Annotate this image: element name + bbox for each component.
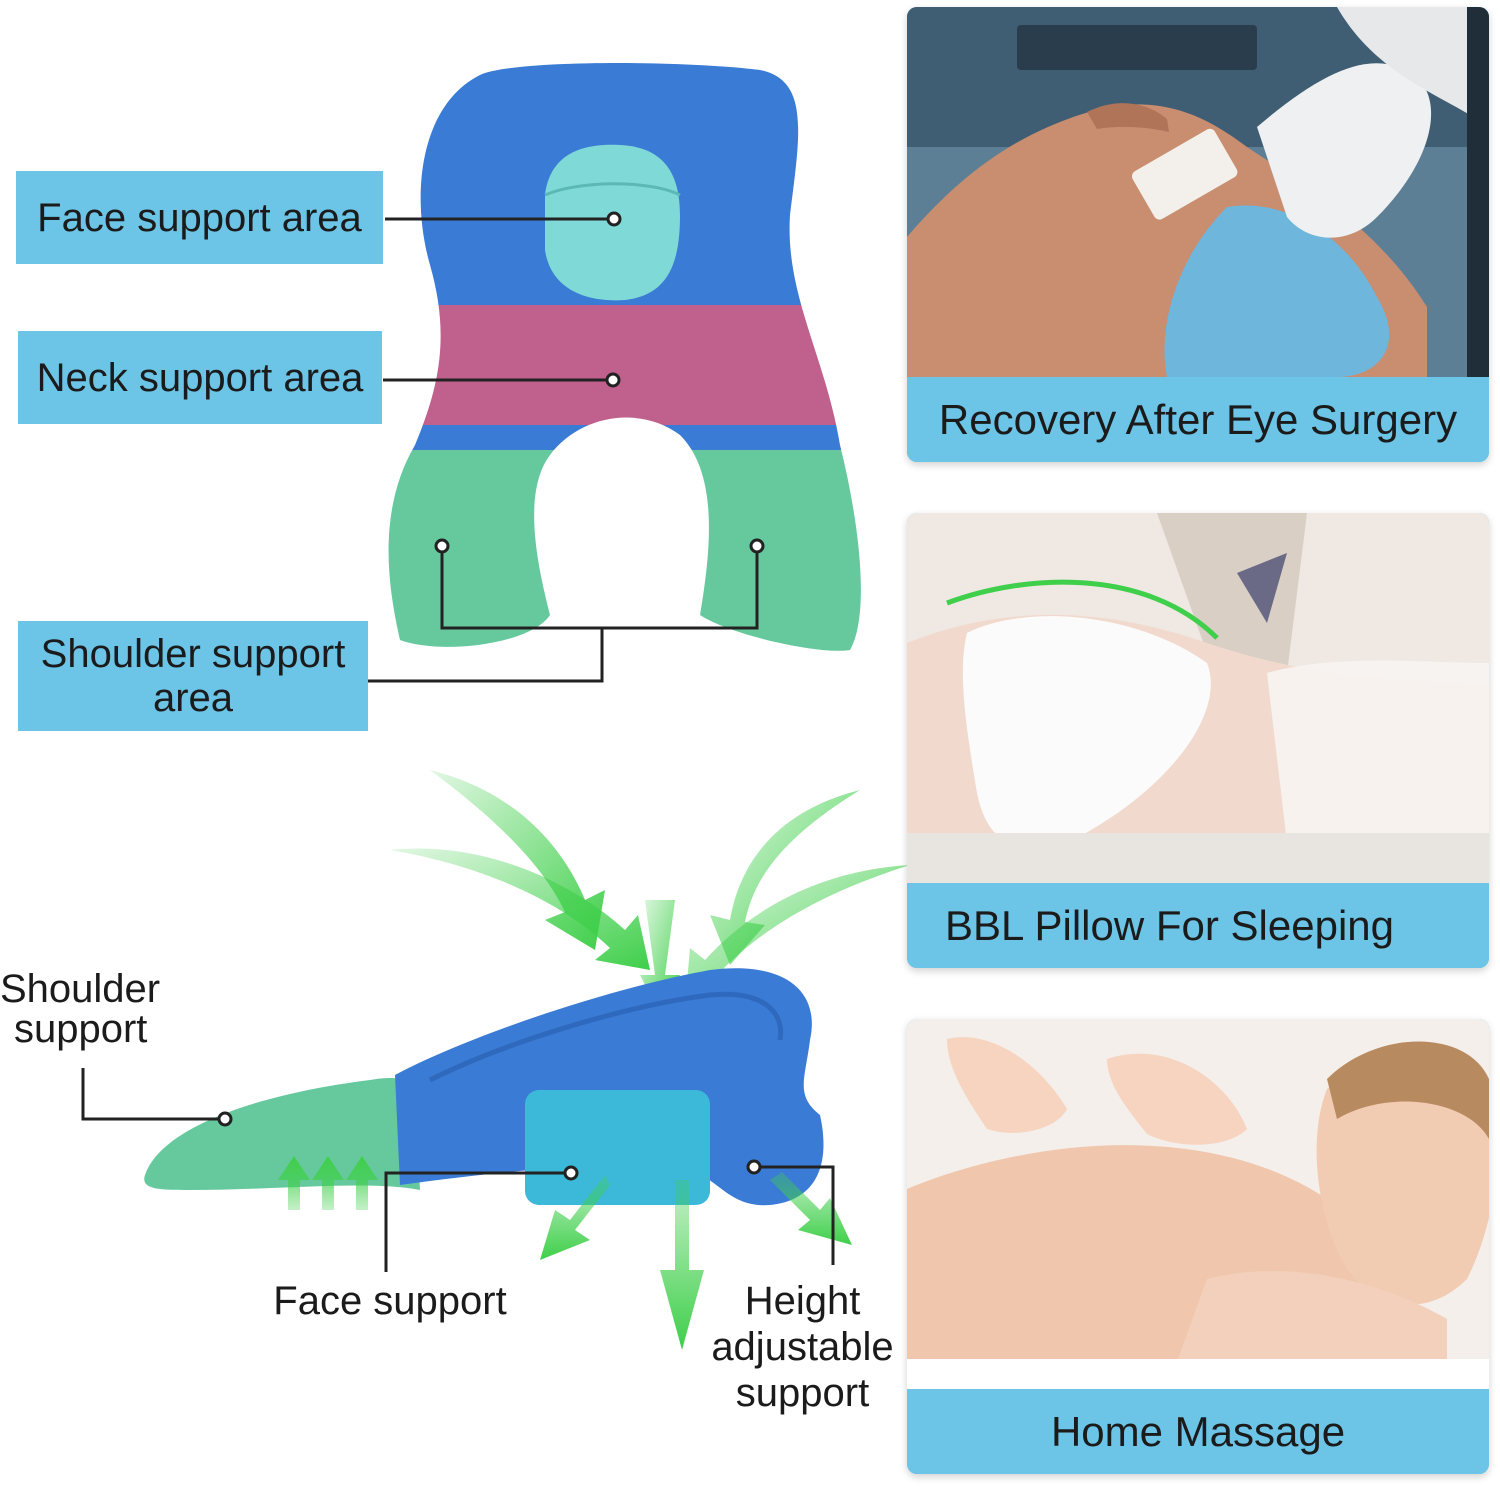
top-callout-lines	[368, 211, 765, 683]
caption-text-eye-surgery: Recovery After Eye Surgery	[938, 395, 1458, 443]
up-arrow-3	[346, 1156, 378, 1210]
up-arrow-2	[312, 1156, 344, 1210]
down-arrow-center	[660, 1180, 704, 1350]
side-face-support-text: Face support	[273, 1279, 507, 1323]
use-case-card-home-massage: Home Massage	[907, 1019, 1489, 1474]
face-support-area-text: Face support area	[37, 195, 362, 240]
shoulder-support-area-label: Shoulder support area	[18, 621, 368, 731]
bbl-sleeping-photo	[907, 513, 1489, 883]
side-face-support-label: Face support	[260, 1278, 520, 1324]
top-pillow-illustration	[388, 63, 861, 651]
arrow-down-left-2	[390, 848, 650, 970]
side-pillow-green-shoulder	[144, 1078, 420, 1190]
arrow-down-left	[430, 770, 605, 950]
use-case-caption-home-massage: Home Massage	[907, 1389, 1489, 1474]
home-massage-photo	[907, 1019, 1489, 1389]
shoulder-support-area-text-line1: Shoulder support	[40, 632, 346, 676]
height-adjustable-line2: adjustable	[711, 1325, 894, 1369]
pressure-arrows	[390, 770, 910, 1015]
caption-text-bbl-sleeping: BBL Pillow For Sleeping	[945, 901, 1394, 949]
neck-support-area-text: Neck support area	[36, 355, 364, 400]
height-adjustable-support-label: Height adjustable support	[695, 1278, 910, 1416]
down-arrow-left	[540, 1175, 610, 1260]
up-arrows	[278, 1156, 378, 1210]
side-shoulder-support-line2: support	[14, 1007, 148, 1051]
height-adjustable-line1: Height	[744, 1279, 861, 1323]
height-adjustable-line3: support	[735, 1371, 870, 1415]
side-shoulder-support-line1: Shoulder	[0, 967, 161, 1011]
eye-surgery-photo	[907, 7, 1489, 377]
side-pillow-inner-band	[428, 991, 784, 1083]
face-support-area-label: Face support area	[16, 171, 383, 264]
caption-text-home-massage: Home Massage	[1050, 1407, 1346, 1455]
use-case-caption-bbl-sleeping: BBL Pillow For Sleeping	[907, 883, 1489, 968]
use-case-card-bbl-sleeping: BBL Pillow For Sleeping	[907, 513, 1489, 968]
side-pillow-blue-body	[395, 968, 824, 1206]
pillow-neck-section	[388, 305, 861, 425]
side-pillow-illustration	[144, 770, 910, 1350]
up-arrow-1	[278, 1156, 310, 1210]
side-shoulder-support-label: Shoulder support	[0, 969, 170, 1049]
use-case-card-eye-surgery: Recovery After Eye Surgery	[907, 7, 1489, 462]
shoulder-support-area-text-line2: area	[152, 676, 234, 720]
neck-support-area-label: Neck support area	[18, 331, 382, 424]
side-callout-lines	[81, 1068, 835, 1272]
use-case-caption-eye-surgery: Recovery After Eye Surgery	[907, 377, 1489, 462]
